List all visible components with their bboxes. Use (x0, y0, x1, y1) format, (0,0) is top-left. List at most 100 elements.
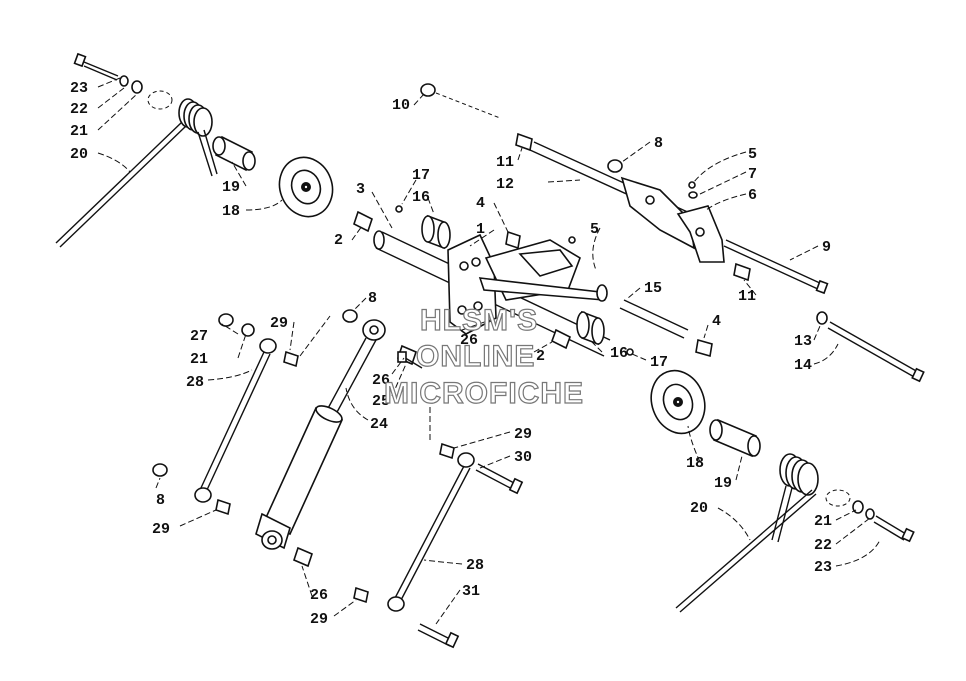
callout-28: 28 (466, 557, 484, 574)
callout-8: 8 (156, 492, 165, 509)
bushing-right (709, 418, 761, 458)
pin-17-upper (395, 205, 403, 213)
bushing-left (212, 135, 256, 172)
bolt-right-bottom (873, 515, 915, 543)
bushing-11-upper (515, 132, 533, 152)
nut-8-link (152, 463, 168, 477)
bushing-29-lower (353, 586, 369, 604)
bolt-31 (417, 623, 460, 649)
callout-30: 30 (514, 449, 532, 466)
spacer-ghost-right (825, 489, 851, 507)
watermark-line-2: ONLINE (416, 340, 535, 373)
callout-20: 20 (690, 500, 708, 517)
watermark: HLSM'S ONLINE MICROFICHE (383, 303, 584, 410)
callout-5: 5 (748, 146, 757, 163)
shock-absorber (255, 309, 386, 550)
callout-labels: 23 22 21 20 19 18 3 2 17 16 10 4 1 11 12… (70, 80, 832, 628)
bolt-30 (475, 463, 524, 495)
callout-10: 10 (392, 97, 410, 114)
bolt-25 (397, 351, 423, 369)
callout-18: 18 (686, 455, 704, 472)
fastener-5-upper (688, 181, 696, 189)
upper-linkage-group (420, 83, 925, 383)
callout-12: 12 (496, 176, 514, 193)
washer-7 (688, 191, 698, 199)
callout-20: 20 (70, 146, 88, 163)
bushing-29-right (439, 442, 455, 460)
link-rod-left (152, 313, 299, 516)
callout-29: 29 (514, 426, 532, 443)
callout-21: 21 (190, 351, 208, 368)
spacer-left (353, 210, 373, 233)
washer-13 (816, 311, 828, 325)
callout-18: 18 (222, 203, 240, 220)
callout-21: 21 (814, 513, 832, 530)
callout-6: 6 (748, 187, 757, 204)
callout-16: 16 (610, 345, 628, 362)
callout-17: 17 (412, 167, 430, 184)
torsion-spring-right (675, 453, 819, 613)
callout-5: 5 (590, 221, 599, 238)
nut-left-top (131, 80, 143, 94)
callout-14: 14 (794, 357, 812, 374)
callout-2: 2 (536, 348, 545, 365)
spacer-ghost-left (147, 90, 173, 110)
bushing-11-lower (733, 262, 751, 282)
leader-lines (97, 77, 881, 625)
nut-8-shock (342, 309, 358, 323)
callout-8: 8 (368, 290, 377, 307)
link-rod-right (353, 442, 524, 649)
washer-right (865, 508, 875, 520)
callout-17: 17 (650, 354, 668, 371)
bolt-14 (827, 321, 925, 383)
nut-10 (420, 83, 436, 97)
center-hub-bracket (447, 233, 608, 335)
callout-11: 11 (496, 154, 514, 171)
callout-16: 16 (412, 189, 430, 206)
washer-left-top (119, 75, 129, 87)
bushing-29-left (215, 498, 231, 516)
center-axle-group (353, 205, 713, 358)
callout-2: 2 (334, 232, 343, 249)
torsion-spring-left (55, 98, 218, 248)
roller-upper (421, 214, 451, 250)
callout-26: 26 (460, 332, 478, 349)
callout-26: 26 (372, 372, 390, 389)
callout-29: 29 (152, 521, 170, 538)
callout-25: 25 (372, 393, 390, 410)
callout-13: 13 (794, 333, 812, 350)
callout-4: 4 (712, 313, 721, 330)
spacer-right (551, 328, 571, 350)
callout-28: 28 (186, 374, 204, 391)
bolt-left-top (73, 52, 119, 81)
callout-27: 27 (190, 328, 208, 345)
callout-1: 1 (476, 221, 485, 238)
bushing-26-lower (293, 546, 313, 568)
watermark-line-1: HLSM'S (420, 304, 538, 337)
callout-22: 22 (70, 101, 88, 118)
roller-lower (576, 310, 605, 346)
bolt-9 (723, 239, 829, 295)
callout-15: 15 (644, 280, 662, 297)
idler-wheel-left (278, 156, 334, 218)
left-spring-group (55, 52, 334, 248)
idler-wheel-right (650, 369, 706, 435)
callout-26: 26 (310, 587, 328, 604)
bushing-4-lower (695, 338, 713, 358)
link-plate-6 (620, 176, 725, 263)
bushing-29-upper (283, 350, 299, 368)
callout-19: 19 (714, 475, 732, 492)
nut-27 (218, 313, 234, 327)
fastener-5-center (568, 236, 576, 244)
pin-rod-15 (619, 299, 689, 339)
callout-29: 29 (310, 611, 328, 628)
callout-7: 7 (748, 166, 757, 183)
washer-21-link (241, 323, 255, 337)
right-spring-group (650, 369, 915, 613)
watermark-line-3: MICROFICHE (384, 377, 584, 410)
callout-4: 4 (476, 195, 485, 212)
callout-21: 21 (70, 123, 88, 140)
bushing-4-upper (505, 230, 521, 250)
callout-3: 3 (356, 181, 365, 198)
